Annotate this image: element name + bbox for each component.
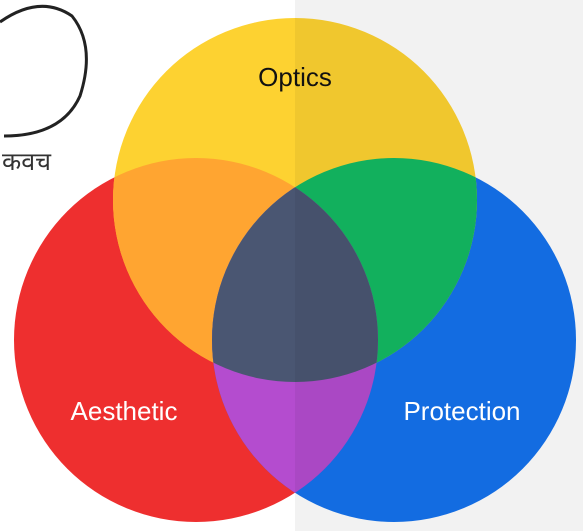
label-optics: Optics — [258, 62, 332, 92]
overlap-all-three — [212, 158, 378, 382]
label-protection: Protection — [403, 396, 520, 426]
logo-text: कवच — [2, 147, 52, 176]
logo-arc-icon — [0, 4, 88, 138]
right-half-shade — [295, 0, 583, 531]
label-aesthetic: Aesthetic — [71, 396, 178, 426]
brand-logo: कवच — [0, 4, 88, 176]
